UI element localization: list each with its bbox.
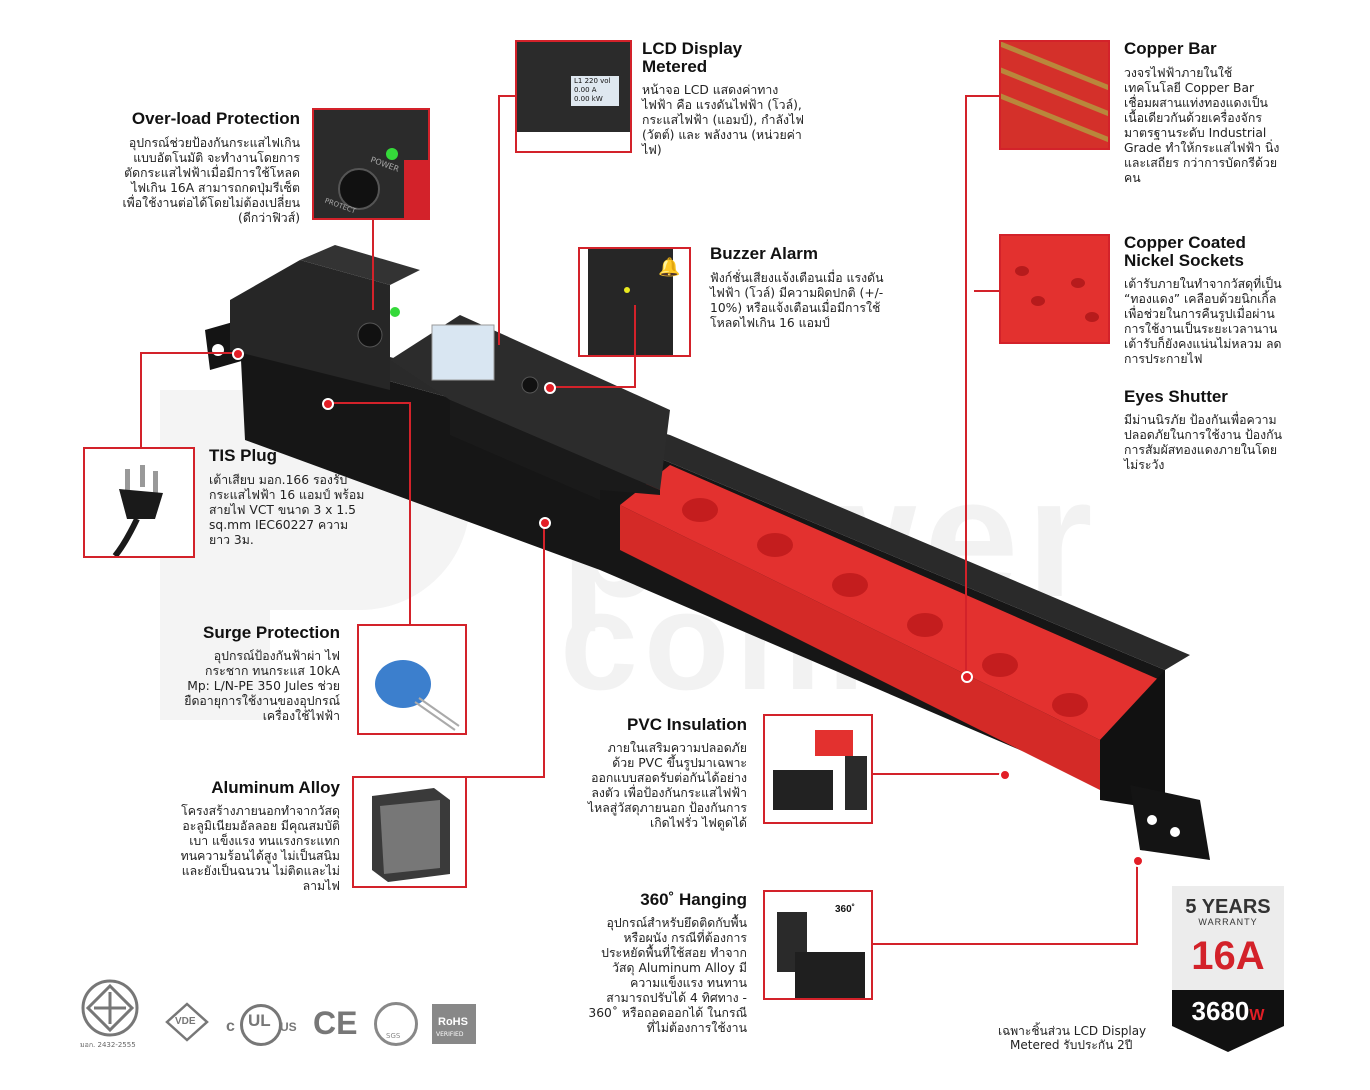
lcd-title-line-2: Metered [642,57,708,76]
warranty-note-line-1: เฉพาะชิ้นส่วน LCD Display [998,1024,1147,1038]
warranty-note-line-2: Metered รับประกัน 2ปี [1010,1038,1133,1052]
plug-icon [112,465,163,556]
ce-logo: CE [313,1005,358,1041]
plug-desc: เต้าเสียบ มอก.166 รองรับกระแสไฟฟ้า 16 แอ… [209,473,365,547]
copper-bar-desc: วงจรไฟฟ้าภายในใช้เทคโนโลยี Copper Bar เช… [1124,66,1280,185]
lcd-screen-line-1: L1 220 vol [574,77,611,85]
hanging-desc: อุปกรณ์สำหรับยึดติดกับพื้นหรือผนัง กรณีท… [588,916,747,1035]
surge-title: Surge Protection [203,623,340,642]
lcd-screen-line-2: 0.00 A [574,86,597,94]
rotate-360-badge: 360˚ [835,904,856,915]
buzzer-desc: ฟังก์ชั่นเสียงแจ้งเตือนเมื่อ แรงดันไฟฟ้า… [710,271,884,330]
lcd-desc: หน้าจอ LCD แสดงค่าทางไฟฟ้า คือ แรงดันไฟฟ… [642,83,804,157]
plug-thumbnail [83,447,195,558]
tis-number: มอก. 2432-2555 [80,1041,136,1049]
sockets-title-line-2: Nickel Sockets [1124,251,1245,270]
aluminum-desc: โครงสร้างภายนอกทำจากวัสดุ อะลูมิเนียมอัล… [180,804,340,893]
pvc-title: PVC Insulation [627,715,747,734]
warranty-watts: 3680 [1191,996,1250,1026]
pvc-thumbnail [763,714,873,824]
warranty-label: WARRANTY [1198,917,1258,927]
lcd-title-line-1: LCD Display [642,39,743,58]
surge-desc: อุปกรณ์ป้องกันฟ้าผ่า ไฟกระชาก ทนกระแส 10… [184,649,340,723]
copper-bar-title: Copper Bar [1124,39,1217,58]
vde-logo: VDE [165,1002,209,1042]
bell-icon: 🔔 [658,257,681,278]
pdu-product-image [205,245,1210,860]
sockets-desc: เต้ารับภายในทำจากวัสดุที่เป็น “ทองแดง” เ… [1124,277,1282,366]
rohs-logo: RoHS VERIFIED [432,1004,476,1044]
overload-desc: อุปกรณ์ช่วยป้องกันกระแสไฟเกินแบบอัตโนมัต… [122,136,300,225]
overload-thumbnail: POWER PROTECT [312,108,430,220]
pvc-desc: ภายในเสริมความปลอดภัยด้วย PVC ขึ้นรูปมาเ… [587,741,747,830]
plug-title: TIS Plug [209,446,277,465]
overload-title: Over-load Protection [131,109,300,128]
warranty-badge: 5 YEARS WARRANTY 16A 3680W [1172,886,1284,1052]
sockets-thumbnail [999,234,1110,344]
tis-logo [80,978,140,1038]
aluminum-thumbnail [352,776,467,888]
lcd-thumbnail: L1 220 vol 0.00 A 0.00 kW [515,40,632,153]
warranty-amps: 16A [1191,934,1265,978]
lcd-screen-line-3: 0.00 kW [574,95,603,103]
sgs-logo: SGS [374,1002,418,1046]
sockets-title-line-1: Copper Coated [1124,233,1246,252]
aluminum-profile-icon [372,788,450,882]
hanging-title: 360˚ Hanging [640,890,747,909]
buzzer-title: Buzzer Alarm [710,244,819,263]
shutter-title: Eyes Shutter [1124,387,1228,406]
varistor-icon [375,660,460,731]
aluminum-title: Aluminum Alloy [211,778,340,797]
warranty-years: 5 YEARS [1185,896,1271,918]
ul-logo: c UL US [226,1000,298,1046]
shutter-desc: มีม่านนิรภัย ป้องกันเพื่อความปลอดภัยในกา… [1124,413,1283,472]
warranty-watt-unit: W [1249,1007,1265,1024]
hanging-thumbnail: 360˚ [763,890,873,1000]
surge-thumbnail [357,624,467,735]
copper-bar-thumbnail [999,40,1110,150]
